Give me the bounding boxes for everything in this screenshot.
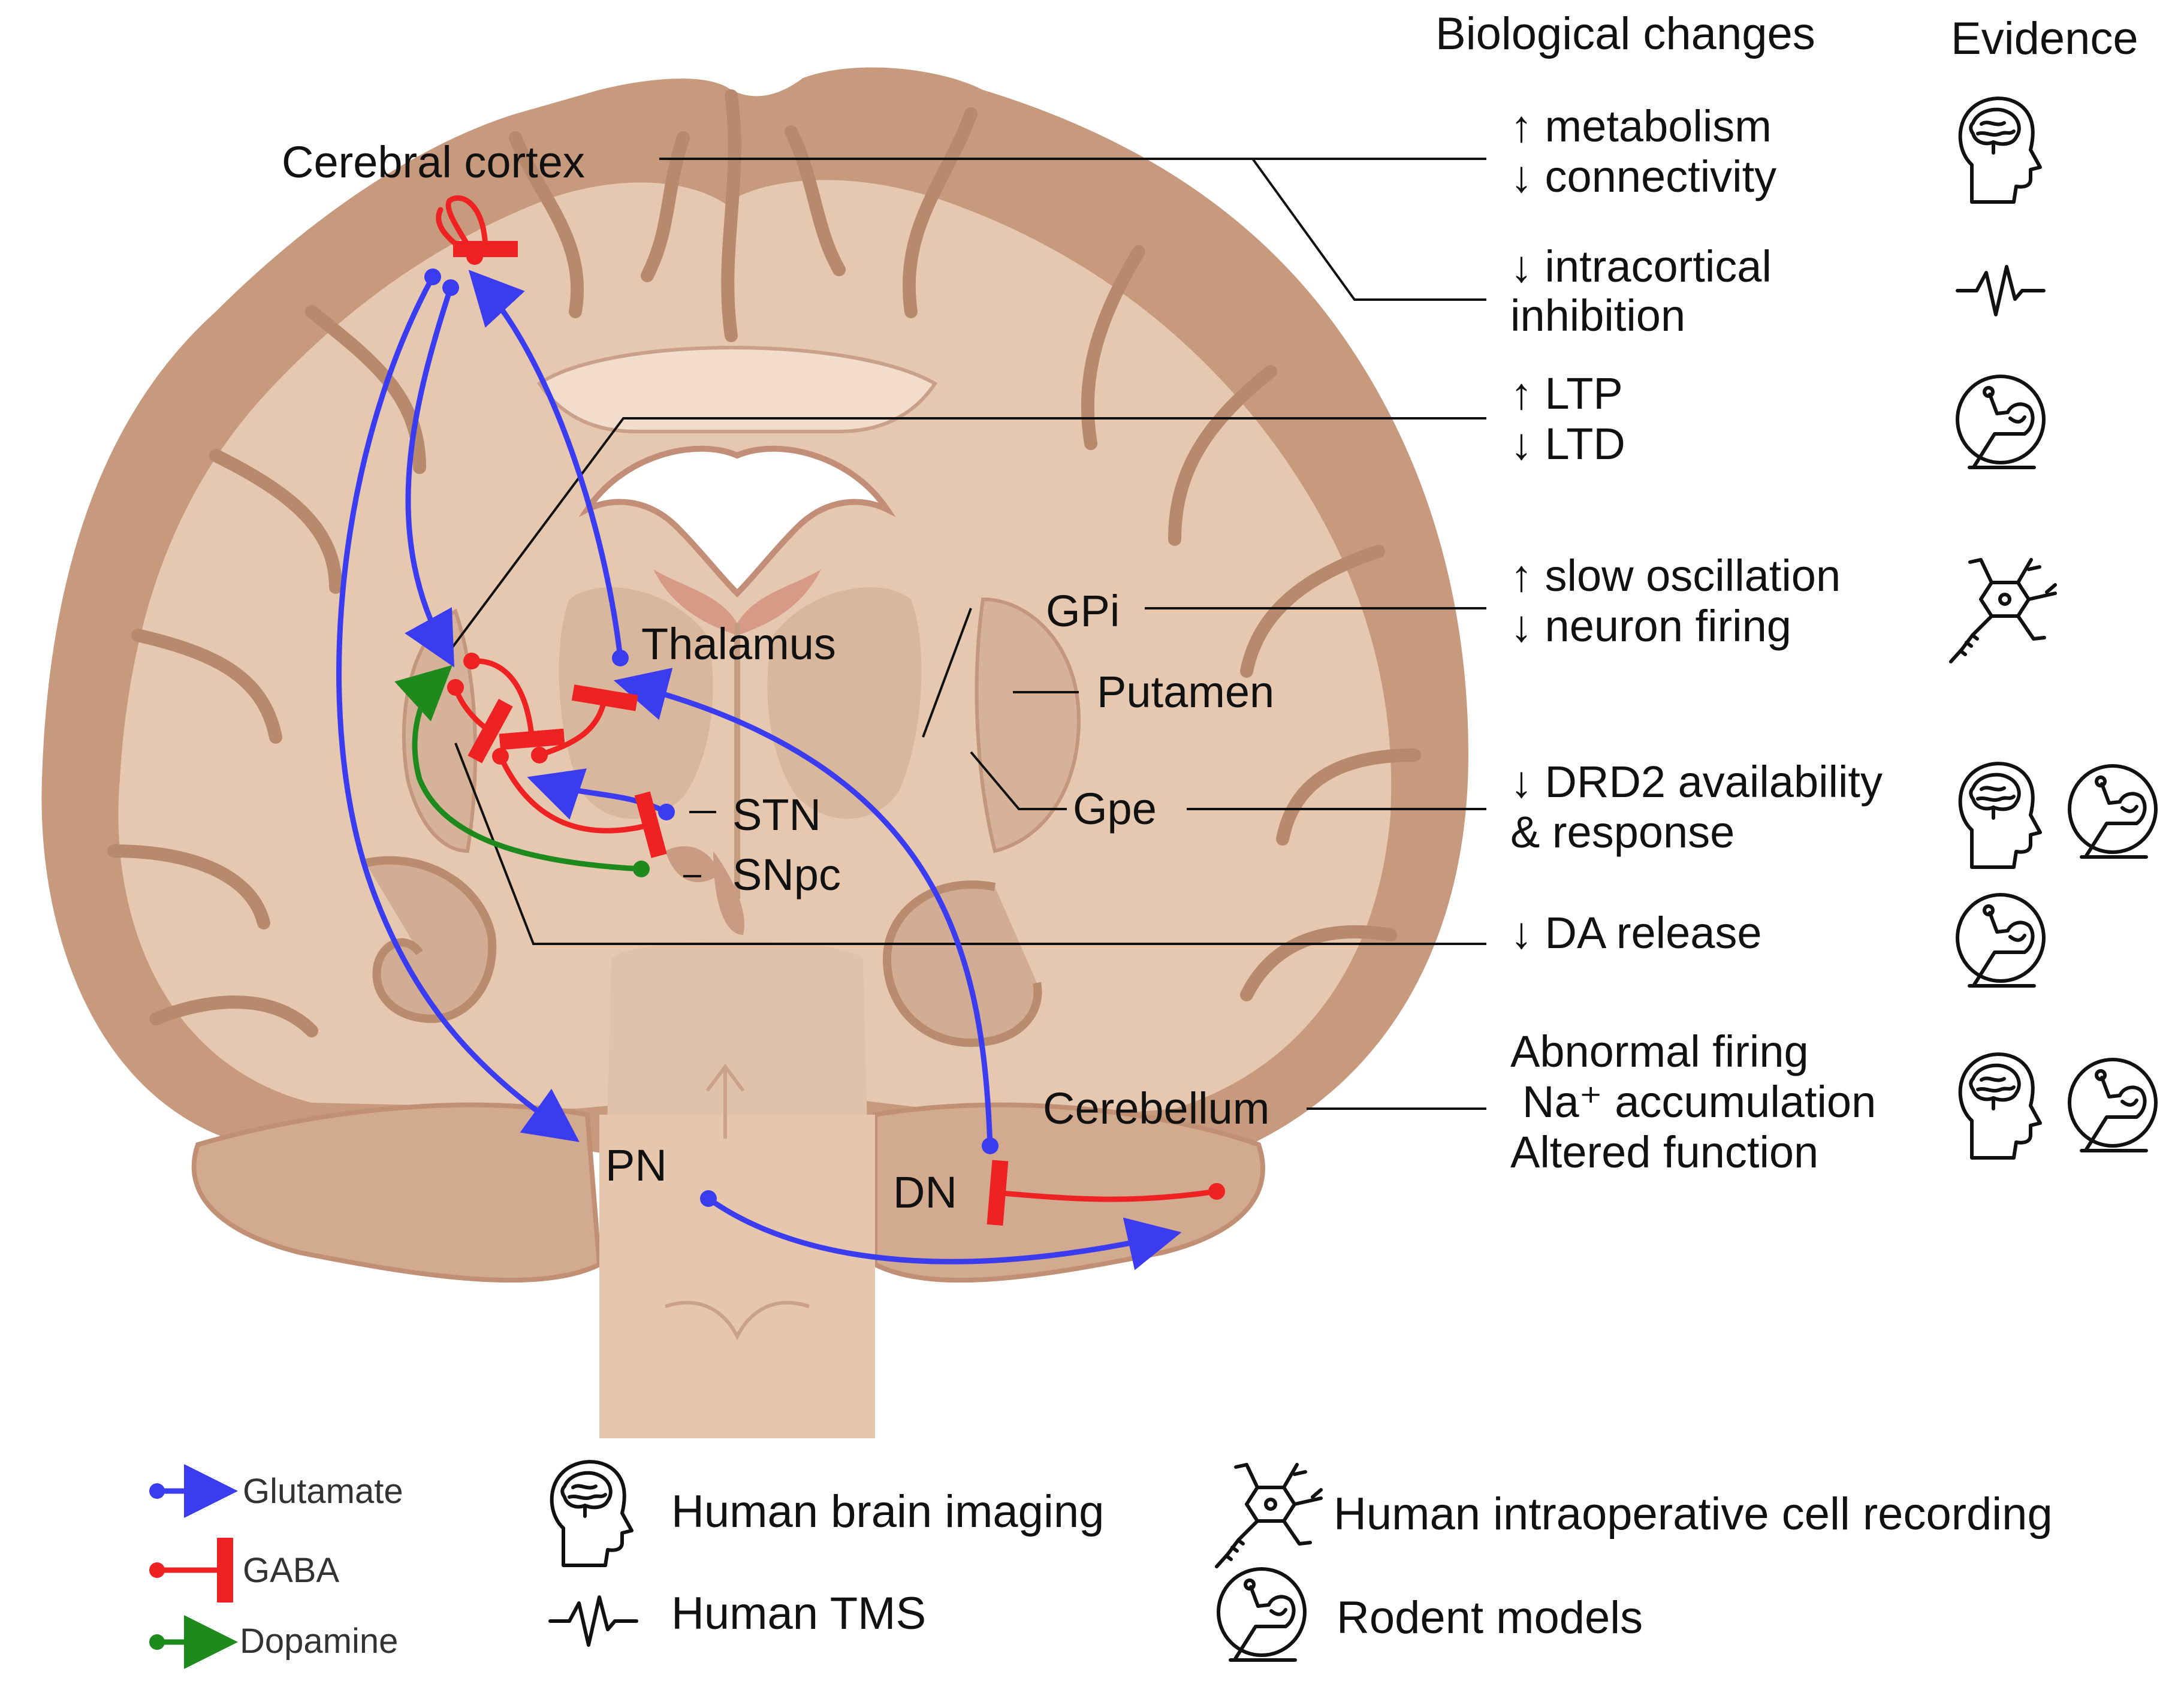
- change-text: Altered function: [1510, 1127, 1818, 1177]
- legend-glutamate: Glutamate: [243, 1472, 403, 1511]
- label-gpe: Gpe: [1073, 784, 1157, 834]
- change-text: ↓ neuron firing: [1510, 601, 1791, 651]
- label-pn: PN: [605, 1140, 667, 1190]
- change-text: ↑ LTP: [1510, 369, 1623, 418]
- pn-to-cerebellum: [705, 1196, 1182, 1270]
- rodent-icon: [1957, 895, 2044, 986]
- change-text: & response: [1510, 807, 1734, 857]
- legend: Glutamate GABA Dopamine: [149, 1464, 403, 1669]
- change-text: Abnormal firing: [1510, 1027, 1809, 1076]
- change-text: ↑ slow oscillation: [1510, 551, 1841, 600]
- rodent-icon: [2070, 766, 2156, 857]
- pathways: [336, 195, 1220, 1270]
- cortex-to-striatum: [405, 285, 455, 668]
- change-text: ↓ DA release: [1510, 908, 1762, 958]
- label-stn: STN: [732, 790, 821, 840]
- key-tms: Human TMS: [671, 1588, 926, 1639]
- brain-section: [41, 67, 1468, 1438]
- label-cerebellum: Cerebellum: [1043, 1084, 1269, 1133]
- change-text: ↑ metabolism: [1510, 101, 1772, 151]
- legend-dopamine: Dopamine: [240, 1622, 398, 1661]
- label-dn: DN: [893, 1167, 957, 1217]
- dn-to-thalamus: [613, 668, 993, 1149]
- brain-imaging-icon: [1960, 98, 2040, 202]
- change-text: ↓ LTD: [1510, 419, 1625, 469]
- gpe-to-thalamus: [536, 684, 638, 758]
- label-putamen: Putamen: [1097, 667, 1274, 717]
- header-biological-changes: Biological changes: [1435, 8, 1815, 59]
- cerebellum-to-dn: [987, 1160, 1220, 1226]
- tms-icon: [550, 1597, 637, 1645]
- label-gpi: GPi: [1046, 586, 1120, 636]
- striatum-gaba-1: [469, 658, 565, 750]
- cerebellum-shape: [191, 1102, 602, 1283]
- gpe-to-stn: [497, 753, 667, 858]
- key-cell-recording: Human intraoperative cell recording: [1334, 1489, 2053, 1540]
- brain-imaging-icon: [552, 1462, 632, 1565]
- label-thalamus: Thalamus: [641, 619, 836, 669]
- change-text: ↓ intracortical: [1510, 242, 1772, 291]
- cortex-to-pn: [336, 274, 580, 1142]
- tms-icon: [1957, 267, 2044, 315]
- label-snpc: SNpc: [732, 850, 841, 900]
- brain-imaging-icon: [1960, 1054, 2040, 1158]
- region-labels: Cerebral cortex Thalamus STN SNpc GPi Pu…: [282, 137, 1274, 1217]
- brain-imaging-icon: [1960, 763, 2040, 867]
- rodent-icon: [1218, 1569, 1305, 1660]
- neuron-icon: [1217, 1465, 1321, 1567]
- change-text: ↓ connectivity: [1510, 152, 1776, 201]
- change-text: ↓ DRD2 availability: [1510, 757, 1883, 807]
- header-evidence: Evidence: [1951, 13, 2138, 64]
- key-brain-imaging: Human brain imaging: [671, 1486, 1104, 1537]
- rodent-icon: [1957, 376, 2044, 467]
- cortex-gaba-loop: [445, 195, 518, 259]
- evidence-icons: [1951, 98, 2156, 1158]
- neuron-icon: [1951, 560, 2055, 662]
- change-list: ↑ metabolism ↓ connectivity ↓ intracorti…: [1510, 101, 1883, 1177]
- evidence-key: Human brain imaging Human TMS Human intr…: [550, 1462, 2053, 1660]
- change-text: Na⁺ accumulation: [1522, 1077, 1876, 1127]
- change-text: inhibition: [1510, 291, 1685, 340]
- snpc-dopamine: [394, 665, 644, 872]
- leader-lines: [442, 158, 1486, 1110]
- pathway-dots: [424, 248, 1225, 1207]
- legend-gaba: GABA: [243, 1551, 339, 1590]
- rodent-icon: [2070, 1060, 2156, 1151]
- key-rodent: Rodent models: [1337, 1592, 1643, 1643]
- label-cerebral-cortex: Cerebral cortex: [282, 137, 585, 187]
- thalamus-to-cortex: [468, 270, 623, 661]
